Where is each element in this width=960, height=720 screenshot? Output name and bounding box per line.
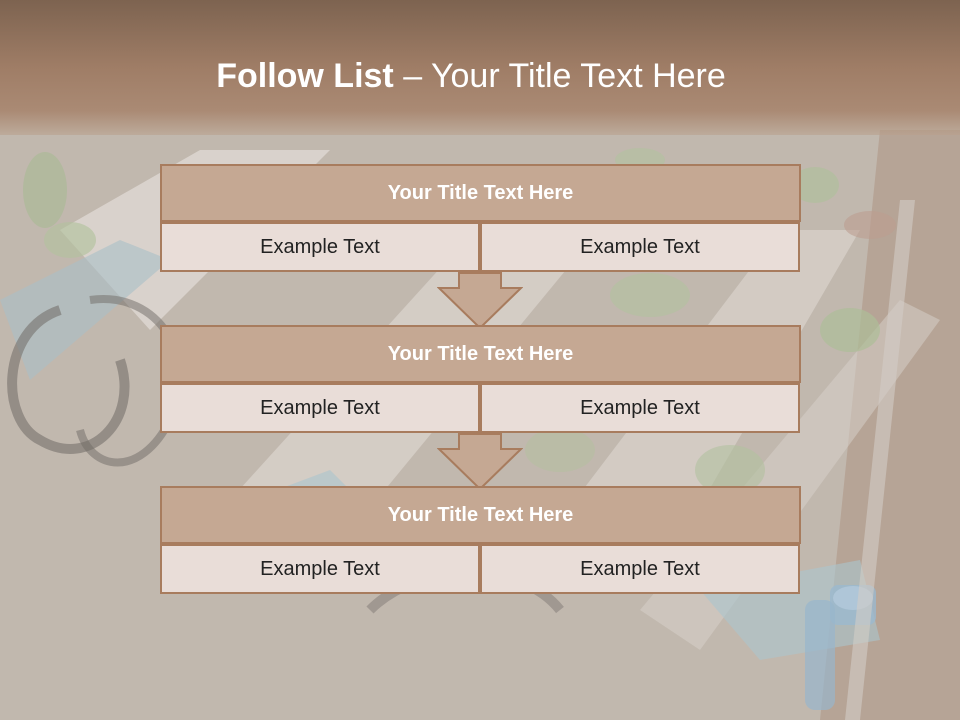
- block-cell-right: Example Text: [480, 222, 800, 272]
- block-cell-left: Example Text: [160, 222, 480, 272]
- block-cell-right: Example Text: [480, 544, 800, 594]
- slide-title-bold: Follow List: [216, 57, 394, 95]
- block-title: Your Title Text Here: [160, 486, 801, 544]
- block-cell-left: Example Text: [160, 544, 480, 594]
- title-bar: [0, 0, 960, 135]
- down-arrow-icon: [437, 272, 523, 330]
- block-cell-left: Example Text: [160, 383, 480, 433]
- block-title: Your Title Text Here: [160, 325, 801, 383]
- block-cell-right: Example Text: [480, 383, 800, 433]
- slide-title: Follow List – Your Title Text Here: [0, 56, 942, 96]
- block-title: Your Title Text Here: [160, 164, 801, 222]
- down-arrow-icon: [437, 433, 523, 491]
- slide-title-rest: – Your Title Text Here: [393, 57, 726, 95]
